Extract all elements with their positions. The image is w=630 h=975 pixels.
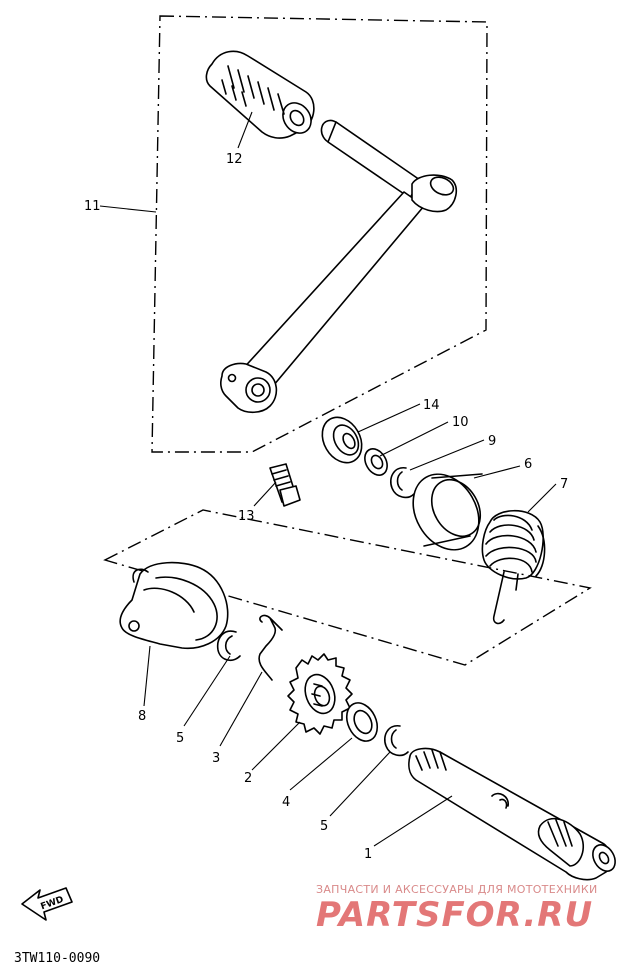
circlip-part-9	[390, 467, 415, 499]
kick-shaft-group-boundary	[103, 509, 592, 666]
callout-5-right: 5	[320, 819, 328, 834]
callout-14: 14	[423, 398, 440, 413]
washer-part-10	[364, 448, 388, 476]
callout-13: 13	[238, 509, 255, 524]
oil-seal-part-14	[321, 416, 363, 464]
callout-8: 8	[138, 709, 146, 724]
callout-6: 6	[524, 457, 532, 472]
kick-crank-assembly-boundary	[151, 15, 488, 453]
spring-clip-part-3	[258, 614, 283, 681]
kick-gear-part-2	[287, 653, 353, 735]
callout-1: 1	[364, 847, 372, 862]
callout-11: 11	[84, 199, 101, 214]
callout-3: 3	[212, 751, 220, 766]
callout-7: 7	[560, 477, 568, 492]
callout-5-left: 5	[176, 731, 184, 746]
shaft-guide-part-8	[119, 561, 229, 650]
spring-cover-part-6	[412, 473, 483, 551]
watermark-tagline: ЗАПЧАСТИ И АКСЕССУАРЫ ДЛЯ МОТОТЕХНИКИ	[316, 883, 598, 896]
kick-spring-part-7	[481, 510, 546, 625]
circlip-part-5-right	[384, 725, 409, 757]
bolt-part-13	[269, 463, 301, 507]
callout-4: 4	[282, 795, 290, 810]
washer-part-4	[345, 702, 379, 742]
callout-12: 12	[226, 152, 243, 167]
kick-crank-arm-part-11	[220, 119, 458, 414]
circlip-part-5-left	[216, 630, 241, 662]
callout-2: 2	[244, 771, 252, 786]
callout-10: 10	[452, 415, 469, 430]
leader-lines	[99, 111, 557, 847]
kick-grip-part-12	[205, 50, 315, 139]
forward-arrow-icon: FWD	[21, 887, 73, 921]
diagram-code: 3TW110-0090	[14, 951, 100, 966]
kick-shaft-part-1	[408, 747, 616, 881]
callout-9: 9	[488, 434, 496, 449]
watermark-brand: PARTSFOR.RU	[316, 895, 593, 935]
